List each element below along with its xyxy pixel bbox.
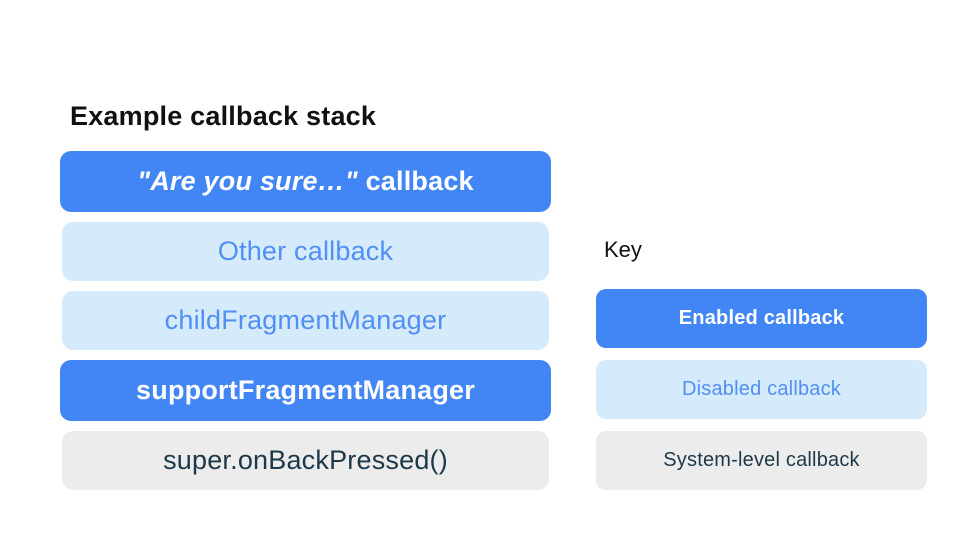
stack-item-are-you-sure-callback: "Are you sure…" callback (60, 151, 551, 212)
stack-item-label: super.onBackPressed() (163, 445, 448, 475)
key-legend: Enabled callback Disabled callback Syste… (596, 289, 927, 490)
stack-item-label: supportFragmentManager (136, 375, 475, 405)
stack-item-child-fragment-manager: childFragmentManager (62, 291, 549, 350)
key-item-label: Disabled callback (681, 378, 842, 400)
key-item-disabled-callback: Disabled callback (596, 360, 927, 419)
stack-item-support-fragment-manager: supportFragmentManager (60, 360, 551, 421)
stack-item-other-callback: Other callback (62, 222, 549, 281)
key-item-enabled-callback: Enabled callback (596, 289, 927, 348)
stack-title: Example callback stack (70, 101, 377, 131)
stack-item-label: childFragmentManager (164, 305, 447, 335)
key-item-system-level-callback: System-level callback (596, 431, 927, 490)
stack-item-label: callback (357, 166, 474, 196)
key-title: Key (604, 237, 642, 262)
stack-item-quoted-label: "Are you sure…" (137, 166, 358, 196)
key-item-label: Enabled callback (678, 307, 845, 329)
callback-stack: "Are you sure…" callback Other callback … (60, 151, 551, 490)
stack-item-super-on-back-pressed: super.onBackPressed() (62, 431, 549, 490)
stack-item-label: Other callback (217, 236, 394, 266)
key-item-label: System-level callback (663, 449, 860, 471)
